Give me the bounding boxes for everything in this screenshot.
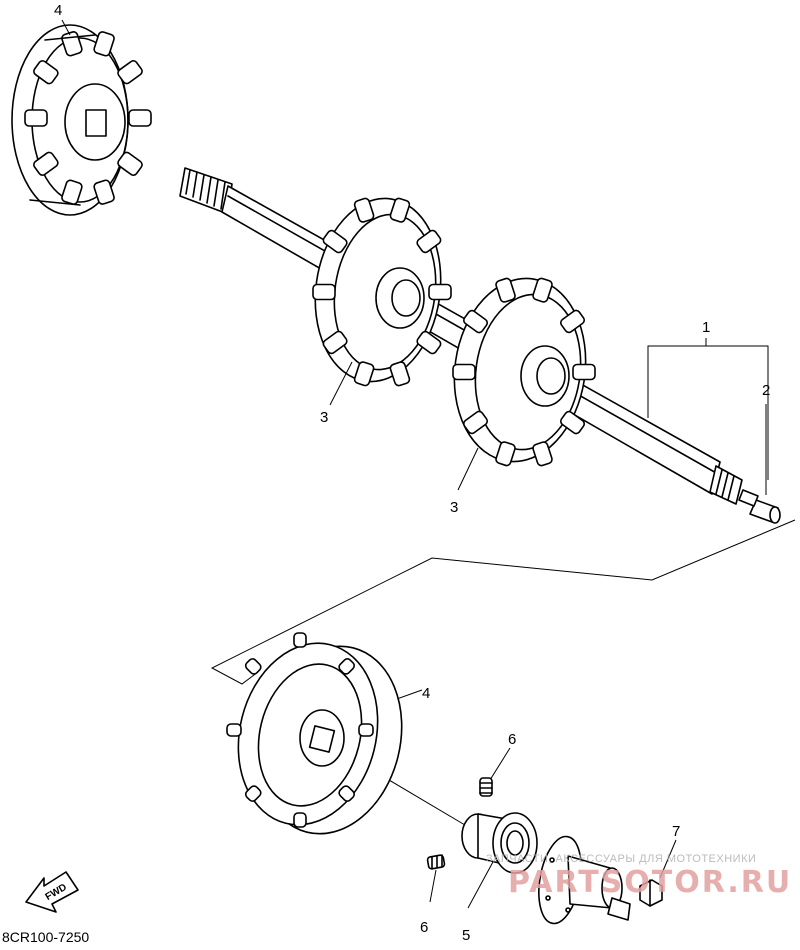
sprocket-lug [416, 229, 442, 254]
callout-4-top: 4 [54, 2, 62, 19]
sprocket-lug [322, 229, 348, 254]
watermark-tagline: ЗАПЧАСТИ, АКСЕССУАРЫ ДЛЯ МОТОТЕХНИКИ [486, 853, 756, 865]
sprocket-lug [24, 109, 48, 127]
sprocket-lug [322, 330, 348, 355]
sprocket-lug [462, 309, 489, 334]
sprocket-lug [572, 363, 596, 381]
set-screw-6-upper [479, 777, 493, 797]
bearing-5 [461, 812, 538, 874]
sprocket-lug [61, 179, 83, 205]
nut-7 [639, 879, 663, 907]
sprocket-lug [532, 277, 553, 303]
sprocket-top-left [11, 24, 152, 216]
wheel-lug [338, 658, 355, 675]
callout-6-lower: 6 [420, 919, 428, 936]
wheel-lug [244, 785, 262, 802]
sprocket-lug [428, 283, 452, 301]
sprocket-lug [416, 330, 442, 355]
sprocket-lug [389, 361, 411, 387]
plug-part-2 [738, 489, 781, 524]
sprocket-lug [389, 197, 411, 223]
sprocket-lug [495, 277, 516, 303]
sprocket-lug [495, 441, 516, 467]
sprocket-lug [559, 309, 586, 334]
callout-1: 1 [702, 319, 710, 336]
wheel-lug [338, 785, 355, 802]
callout-labels: 1 2 3 3 4 4 6 6 5 7 [54, 2, 770, 944]
sprocket-lug [353, 361, 375, 387]
sprocket-lug [128, 109, 152, 127]
sprocket-lug [93, 179, 115, 205]
watermark: ЗАПЧАСТИ, АКСЕССУАРЫ ДЛЯ МОТОТЕХНИКИ PAR… [486, 853, 792, 900]
idler-wheel-4 [226, 632, 403, 835]
wheel-lug [293, 812, 307, 828]
wheel-lug [293, 632, 307, 648]
sprocket-lug [93, 31, 115, 57]
callout-2: 2 [762, 382, 770, 399]
sprocket-lug [117, 60, 143, 85]
sprocket-lug [353, 197, 375, 223]
sprocket-3-first [312, 197, 452, 387]
sprocket-lug [33, 60, 59, 85]
callout-4-bottom: 4 [422, 685, 430, 702]
watermark-logo: PARTSOTOR.RU [508, 865, 792, 900]
callout-7: 7 [672, 823, 680, 840]
callout-6-upper: 6 [508, 731, 516, 748]
set-screw-6-lower [426, 854, 446, 870]
sprocket-lug [532, 441, 553, 467]
sprocket-lug [452, 363, 476, 381]
sprocket-lug [559, 410, 586, 435]
wheel-lug [358, 723, 374, 737]
wheel-lug [244, 658, 262, 675]
drawing-code: 8CR100-7250 [2, 929, 89, 945]
callout-5: 5 [462, 927, 470, 944]
callout-3-first: 3 [320, 409, 328, 426]
sprocket-lug [462, 410, 489, 435]
sprocket-lug [117, 151, 143, 176]
leader-lines [61, 19, 796, 909]
sprocket-3-second [452, 277, 596, 467]
wheel-lug [226, 723, 242, 737]
sprocket-lug [33, 151, 59, 176]
flange-hub [538, 835, 631, 925]
fwd-arrow-icon: FWD [25, 871, 79, 913]
callout-3-second: 3 [450, 499, 458, 516]
sprocket-lug [312, 283, 336, 301]
